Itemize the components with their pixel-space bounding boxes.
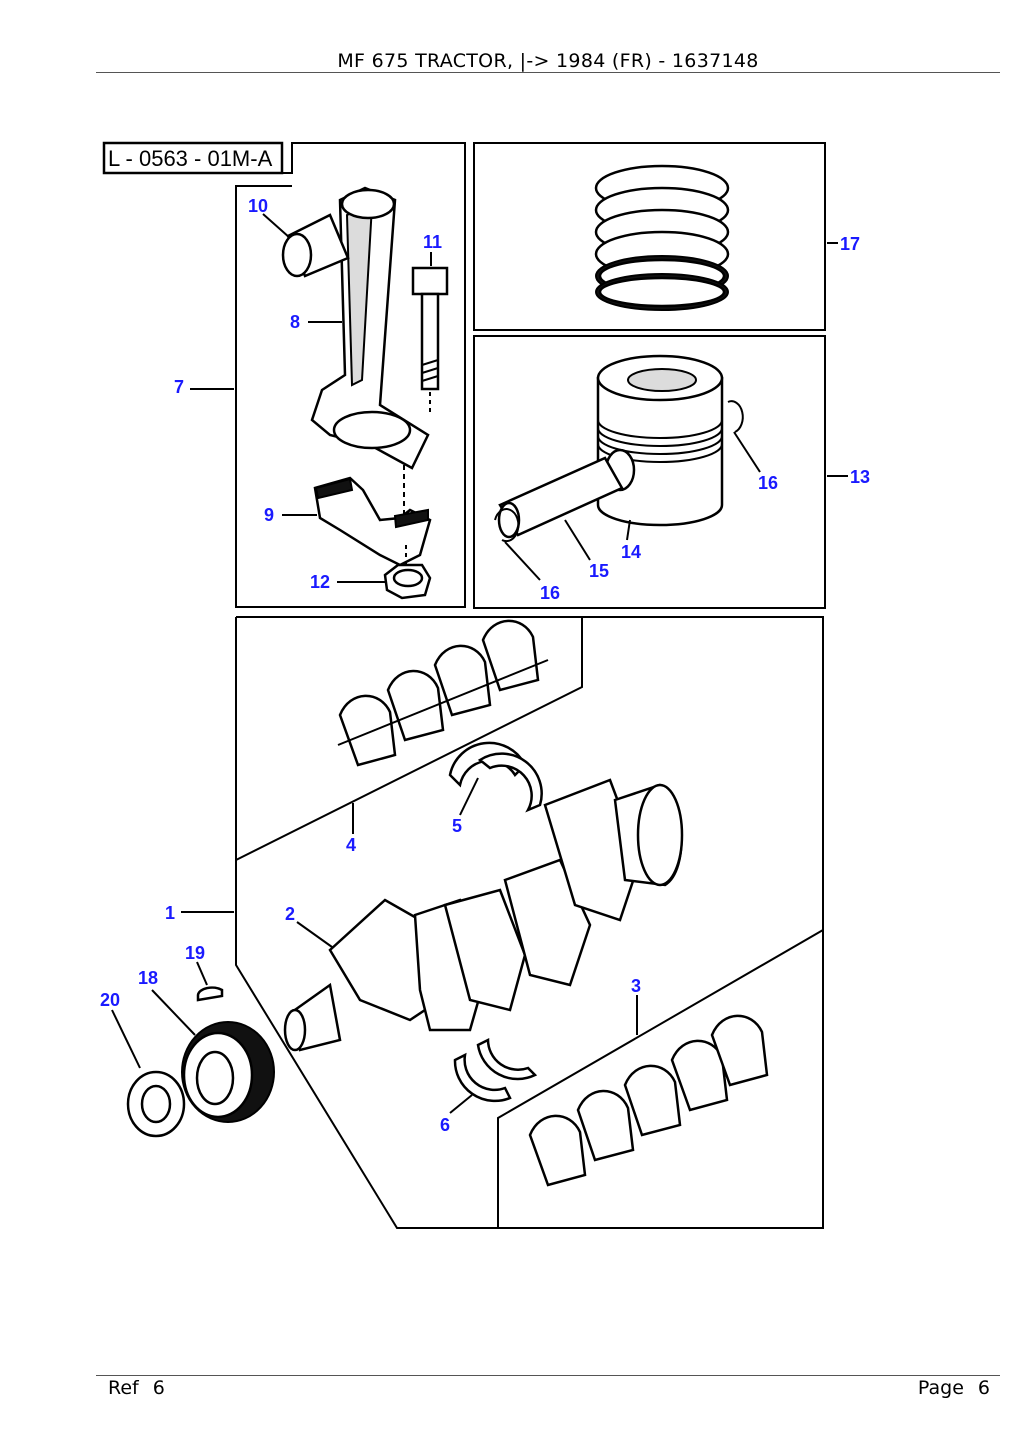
- callout-10: 10: [248, 196, 268, 216]
- footer-ref: Ref 6: [108, 1377, 165, 1399]
- piston-frame: [473, 335, 826, 609]
- crankshaft-gear: [181, 1021, 275, 1123]
- page-number: 6: [977, 1377, 990, 1399]
- callout-3: 3: [631, 976, 641, 996]
- callout-14: 14: [621, 542, 641, 562]
- crankshaft: [283, 778, 684, 1052]
- crankshaft-washer: [126, 1070, 186, 1138]
- footer-page: Page 6: [918, 1377, 990, 1399]
- crankshaft-frame: [235, 616, 824, 1229]
- page-label: Page: [917, 1377, 964, 1399]
- callout-9: 9: [264, 505, 274, 525]
- callout-11: 11: [423, 232, 442, 252]
- callout-16-right: 16: [758, 473, 778, 493]
- callout-labels: 10 11 8 7 9 12 17 13 16 14 15 16 4 5 1 2…: [100, 196, 870, 1135]
- woodruff-key: [196, 986, 224, 1002]
- rod-nut: [383, 545, 432, 600]
- callout-6: 6: [440, 1115, 450, 1135]
- callout-16-left: 16: [540, 583, 560, 603]
- main-bearing-shells-lower: [528, 1014, 769, 1187]
- callout-4: 4: [346, 835, 356, 855]
- callout-1: 1: [165, 903, 175, 923]
- reference-code: L - 0563 - 01M-A: [108, 146, 273, 171]
- callout-13: 13: [850, 467, 870, 487]
- callout-15: 15: [589, 561, 609, 581]
- reference-code-box: L - 0563 - 01M-A: [102, 141, 284, 175]
- thrust-washers-upper: [448, 741, 543, 813]
- callout-18: 18: [138, 968, 158, 988]
- main-bearing-shells-upper: [337, 619, 549, 767]
- leader-lines: [111, 213, 848, 1114]
- ref-value: 6: [152, 1377, 165, 1399]
- callout-7: 7: [174, 377, 184, 397]
- piston-rings-frame: [473, 142, 826, 331]
- ref-label: Ref: [108, 1377, 139, 1399]
- callout-17: 17: [840, 234, 860, 254]
- callout-19: 19: [185, 943, 205, 963]
- callout-8: 8: [290, 312, 300, 332]
- connecting-rod: [310, 186, 430, 470]
- circlip-left: [494, 508, 520, 543]
- header-rule: [96, 72, 1000, 73]
- piston-rings: [594, 164, 730, 311]
- connecting-rod-frame: [235, 142, 466, 608]
- piston: [596, 354, 724, 527]
- thrust-washers-lower: [453, 1037, 538, 1103]
- footer-rule: [96, 1375, 1000, 1376]
- circlip-right: [727, 400, 744, 433]
- rod-bolt: [411, 266, 449, 412]
- callout-2: 2: [285, 904, 295, 924]
- callout-20: 20: [100, 990, 120, 1010]
- small-end-bush: [281, 213, 350, 278]
- page-title: MF 675 TRACTOR, |-> 1984 (FR) - 1637148: [337, 50, 759, 72]
- callout-5: 5: [452, 816, 462, 836]
- callout-12: 12: [310, 572, 330, 592]
- rod-cap: [313, 465, 432, 567]
